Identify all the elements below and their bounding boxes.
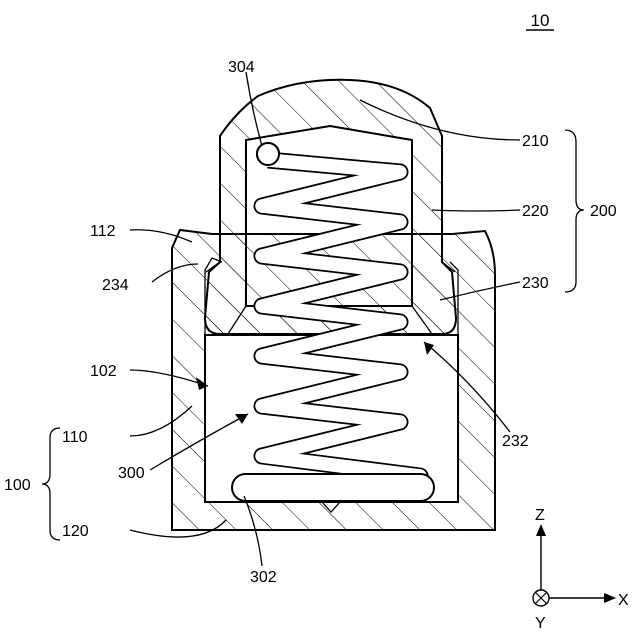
label-120: 120 [62,523,89,540]
axis-label-y: Y [535,615,546,632]
label-220: 220 [522,203,549,220]
label-302: 302 [250,569,277,586]
label-234: 234 [102,277,129,294]
brace-200 [565,130,584,292]
label-230: 230 [522,275,549,292]
label-200: 200 [590,203,617,220]
label-102: 102 [90,363,117,380]
label-100: 100 [4,477,31,494]
label-304: 304 [228,59,255,76]
label-110: 110 [62,429,88,446]
label-210: 210 [522,133,549,150]
brace-100 [42,428,60,540]
spring-end-302 [232,474,434,501]
axis-label-x: X [618,592,629,609]
x-arrow-icon [604,593,616,603]
axis-label-z: Z [535,507,545,524]
label-232: 232 [502,433,529,450]
figure-number: 10 [531,11,550,30]
label-300: 300 [118,465,145,482]
z-arrow-icon [536,524,546,536]
label-112: 112 [90,223,116,240]
axis-indicator: Z X Y [533,507,629,632]
